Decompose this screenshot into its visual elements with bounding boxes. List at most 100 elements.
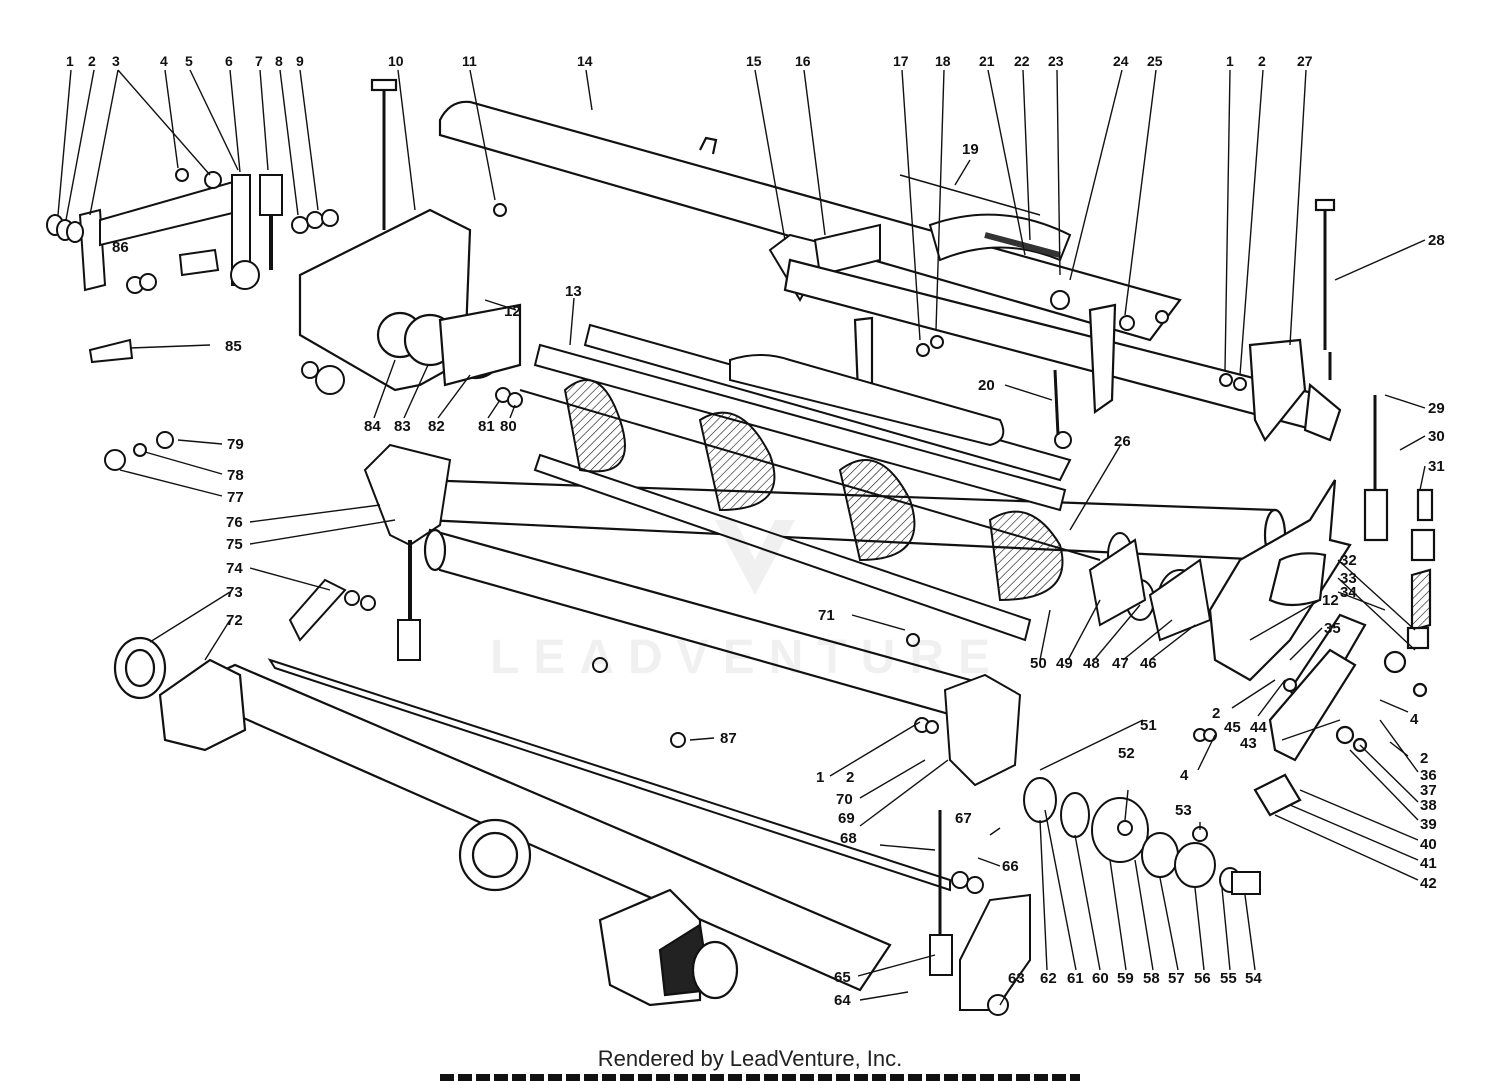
callout-2-e: 2 [846,769,854,786]
callout-1: 1 [66,53,74,69]
callout-2-d: 2 [1420,750,1428,767]
callout-19: 19 [962,141,979,158]
callout-57: 57 [1168,970,1185,987]
callout-45: 45 [1224,719,1241,736]
callout-2-c: 2 [1212,705,1220,722]
bedknife-bar [267,658,951,892]
callout-2-right: 2 [1258,53,1266,69]
footer-credit: Rendered by LeadVenture, Inc. [597,1046,903,1071]
callout-26: 26 [1114,433,1131,450]
callout-63: 63 [1008,970,1025,987]
callout-38: 38 [1420,797,1437,814]
cutting-reel [519,323,1212,642]
callout-43: 43 [1240,735,1257,752]
drive-roller [113,636,892,1007]
callout-52: 52 [1118,745,1135,762]
callout-11: 11 [462,53,477,69]
callout-37: 37 [1420,782,1437,799]
callout-79: 79 [227,436,244,453]
callout-16: 16 [795,53,811,69]
callout-83: 83 [394,418,411,435]
callout-69: 69 [838,810,855,827]
callout-25: 25 [1147,53,1163,69]
left-side-plate [298,78,522,392]
callout-84: 84 [364,418,381,435]
callout-62: 62 [1040,970,1057,987]
callout-41: 41 [1420,855,1437,872]
callout-73: 73 [226,584,243,601]
callout-31: 31 [1428,458,1445,475]
callout-34: 34 [1340,584,1357,601]
callout-74: 74 [226,560,243,577]
cropped-banner [440,1074,1080,1081]
callout-81: 81 [478,418,495,435]
callout-29: 29 [1428,400,1445,417]
callout-5: 5 [185,53,193,69]
callout-54: 54 [1245,970,1262,987]
callout-70: 70 [836,791,853,808]
callout-68: 68 [840,830,857,847]
callout-3: 3 [112,53,120,69]
callout-53: 53 [1175,802,1192,819]
callout-33: 33 [1340,570,1357,587]
callout-72: 72 [226,612,243,629]
callout-20: 20 [978,377,995,394]
callout-32: 32 [1340,552,1357,569]
callout-22: 22 [1014,53,1030,69]
callout-4-c: 4 [1410,711,1419,728]
callout-14: 14 [577,53,593,69]
callout-8: 8 [275,53,283,69]
callout-76: 76 [226,514,243,531]
callout-21: 21 [979,53,995,69]
callout-36: 36 [1420,767,1437,784]
callout-51: 51 [1140,717,1157,734]
fasteners [495,290,1297,836]
callout-46: 46 [1140,655,1157,672]
callout-30: 30 [1428,428,1445,445]
callout-15: 15 [746,53,762,69]
right-front-bracket [929,673,1261,1016]
callout-49: 49 [1056,655,1073,672]
callout-48: 48 [1083,655,1100,672]
callout-75: 75 [226,536,243,553]
watermark-logo [700,500,810,610]
callout-50: 50 [1030,655,1047,672]
callout-71: 71 [818,607,835,624]
callout-59: 59 [1117,970,1134,987]
callout-77: 77 [227,489,244,506]
callout-24: 24 [1113,53,1129,69]
callout-56: 56 [1194,970,1211,987]
right-side-plate [1208,198,1436,817]
rear-crossbar [783,258,1342,443]
callout-23: 23 [1048,53,1064,69]
callout-42: 42 [1420,875,1437,892]
watermark-text: LEADVENTURE [490,631,1005,684]
callout-1-c: 1 [816,769,824,786]
callout-7: 7 [255,53,263,69]
callout-78: 78 [227,467,244,484]
callout-66: 66 [1002,858,1019,875]
callout-4-b: 4 [1180,767,1189,784]
callout-6: 6 [225,53,233,69]
callout-47: 47 [1112,655,1129,672]
callout-9: 9 [296,53,304,69]
callout-17: 17 [893,53,909,69]
leader-lines [57,69,1426,1006]
callout-65: 65 [834,969,851,986]
callout-2: 2 [88,53,96,69]
left-height-adjuster [46,168,507,364]
callout-10: 10 [388,53,404,69]
callout-40: 40 [1420,836,1437,853]
callout-61: 61 [1067,970,1084,987]
callout-44: 44 [1250,719,1267,736]
top-shield [438,100,1182,342]
callout-55: 55 [1220,970,1237,987]
callout-58: 58 [1143,970,1160,987]
callout-39: 39 [1420,816,1437,833]
callout-18: 18 [935,53,951,69]
callout-27: 27 [1297,53,1313,69]
callout-12-left: 12 [504,303,521,320]
callout-85: 85 [225,338,242,355]
callout-28: 28 [1428,232,1445,249]
